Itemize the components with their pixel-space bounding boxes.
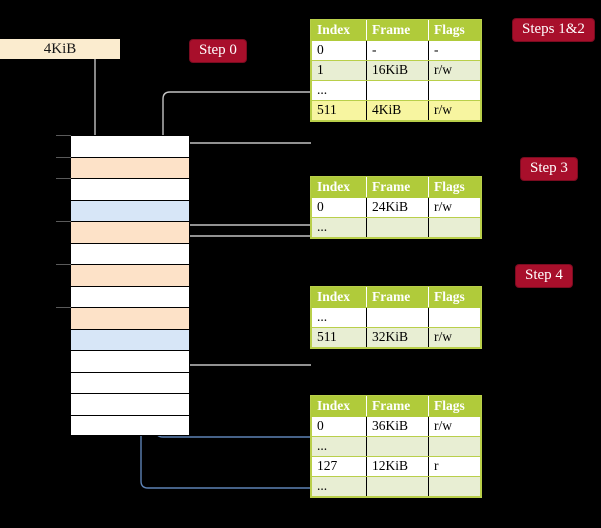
column-header-frame: Frame <box>366 287 429 308</box>
column-header-index: Index <box>311 20 367 41</box>
cell-flags: r/w <box>428 60 481 81</box>
memory-frame-10 <box>70 350 190 372</box>
table-row: ... <box>311 217 481 238</box>
column-header-flags: Flags <box>428 287 481 308</box>
cell-frame: 4KiB <box>366 100 429 121</box>
cell-index: ... <box>311 80 367 101</box>
table-row: ... <box>311 80 481 101</box>
cell-frame <box>366 80 429 101</box>
memory-frame-0 <box>56 135 190 157</box>
memory-frame-11 <box>70 371 190 393</box>
cell-index: ... <box>311 307 367 328</box>
cell-flags: r/w <box>428 327 481 348</box>
cell-flags: - <box>428 40 481 61</box>
cell-frame <box>366 307 429 328</box>
table-row: ... <box>311 436 481 457</box>
cell-frame: - <box>366 40 429 61</box>
cell-frame: 12KiB <box>366 456 429 477</box>
column-header-frame: Frame <box>366 20 429 41</box>
size-label-4kib: 4KiB <box>0 39 120 59</box>
frame-tick-1 <box>56 156 71 158</box>
column-header-flags: Flags <box>428 177 481 198</box>
frame-tick-8 <box>56 307 71 308</box>
cell-index: ... <box>311 217 367 238</box>
memory-frame-8 <box>56 307 190 329</box>
frame-tick-2 <box>56 178 71 179</box>
cell-flags <box>428 307 481 328</box>
column-header-index: Index <box>311 177 367 198</box>
cell-flags: r <box>428 456 481 477</box>
memory-frame-6 <box>56 264 190 286</box>
memory-frame-13 <box>70 414 190 436</box>
cell-flags: r/w <box>428 416 481 437</box>
column-header-index: Index <box>311 396 367 417</box>
cell-index: ... <box>311 476 367 497</box>
step-badge-steps-1-2: Steps 1&2 <box>513 19 594 41</box>
column-header-flags: Flags <box>428 20 481 41</box>
cell-frame <box>366 476 429 497</box>
cell-frame <box>366 436 429 457</box>
table-row: ... <box>311 307 481 328</box>
cell-flags <box>428 80 481 101</box>
memory-frame-4 <box>56 221 190 243</box>
column-header-frame: Frame <box>366 177 429 198</box>
column-header-index: Index <box>311 287 367 308</box>
cell-index: 511 <box>311 100 367 121</box>
cell-frame <box>366 217 429 238</box>
cell-frame: 24KiB <box>366 197 429 218</box>
cell-flags: r/w <box>428 100 481 121</box>
cell-frame: 32KiB <box>366 327 429 348</box>
cell-flags: r/w <box>428 197 481 218</box>
cell-index: 0 <box>311 197 367 218</box>
cell-index: ... <box>311 436 367 457</box>
physical-memory-column <box>56 135 190 436</box>
cell-index: 0 <box>311 40 367 61</box>
cell-index: 511 <box>311 327 367 348</box>
cell-index: 127 <box>311 456 367 477</box>
cell-flags <box>428 217 481 238</box>
memory-frame-3 <box>70 199 190 221</box>
frame-tick-6 <box>56 264 71 265</box>
memory-frame-5 <box>70 242 190 264</box>
memory-frame-7 <box>70 285 190 307</box>
table-row: ... <box>311 476 481 497</box>
frame-tick-0 <box>56 135 71 136</box>
cell-frame: 16KiB <box>366 60 429 81</box>
memory-frame-2 <box>56 178 190 200</box>
step-badge-step3: Step 3 <box>521 158 577 180</box>
table-row: 0-- <box>311 40 481 61</box>
step-badge-step0: Step 0 <box>190 40 246 62</box>
step-badge-step4: Step 4 <box>516 265 572 287</box>
frame-tick-4 <box>56 221 71 222</box>
memory-frame-12 <box>70 393 190 415</box>
column-header-frame: Frame <box>366 396 429 417</box>
cell-index: 1 <box>311 60 367 81</box>
memory-frame-9 <box>70 328 190 350</box>
cell-flags <box>428 436 481 457</box>
column-header-flags: Flags <box>428 396 481 417</box>
cell-index: 0 <box>311 416 367 437</box>
memory-frame-1 <box>56 156 190 178</box>
cell-frame: 36KiB <box>366 416 429 437</box>
cell-flags <box>428 476 481 497</box>
